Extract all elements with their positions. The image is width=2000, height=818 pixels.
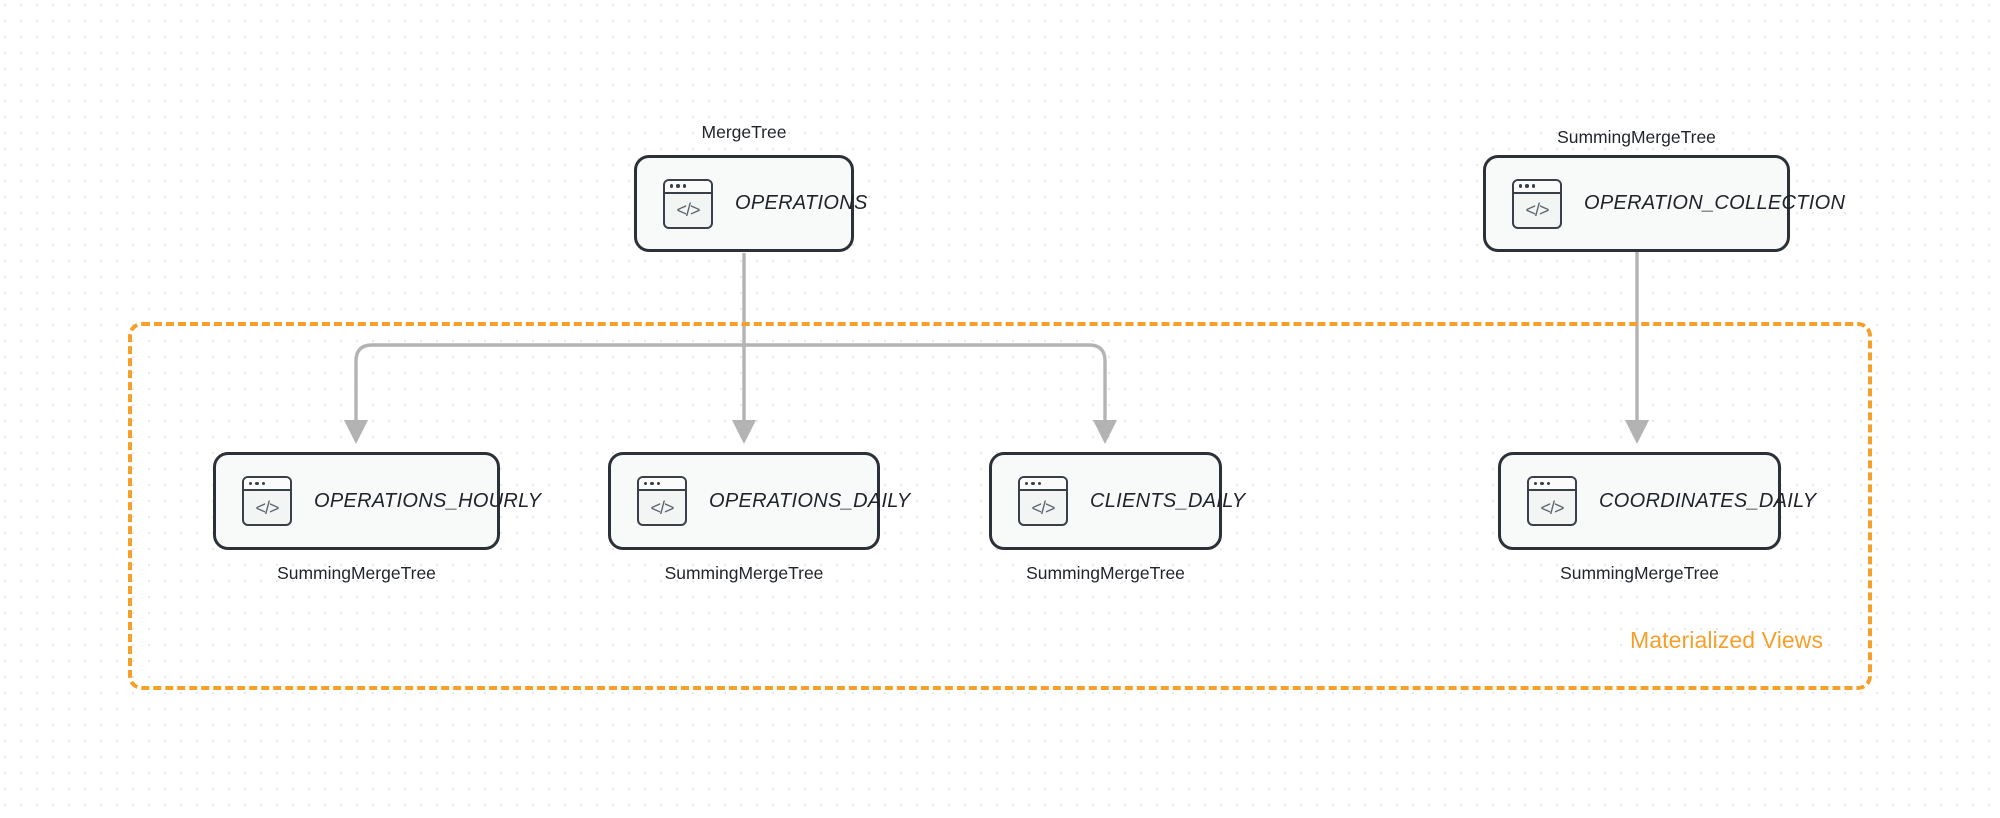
caption-operations-hourly-engine: SummingMergeTree — [277, 563, 436, 583]
code-window-icon: </> — [637, 476, 687, 526]
icon-code-glyph: </> — [1031, 497, 1055, 518]
caption-operations-daily-engine: SummingMergeTree — [664, 563, 824, 583]
code-window-icon: </> — [242, 476, 292, 526]
node-operations-daily[interactable]: </> OPERATIONS_DAILY — [608, 452, 910, 550]
materialized-views-group — [128, 322, 1872, 690]
caption-operation-collection-engine: SummingMergeTree — [1557, 127, 1716, 147]
node-operation-collection[interactable]: </> OPERATION_COLLECTION — [1483, 155, 1845, 252]
node-coordinates-daily-label: COORDINATES_DAILY — [1599, 489, 1817, 512]
icon-titlebar — [1020, 478, 1066, 491]
materialized-views-group-label: Materialized Views — [1630, 627, 1824, 653]
node-operation-collection-label: OPERATION_COLLECTION — [1584, 192, 1846, 214]
node-operations-hourly[interactable]: </> OPERATIONS_HOURLY — [213, 452, 541, 550]
code-window-icon: </> — [1018, 476, 1068, 526]
code-window-icon: </> — [1512, 178, 1562, 229]
icon-code-glyph: </> — [676, 200, 700, 220]
icon-titlebar — [244, 478, 290, 491]
icon-titlebar — [639, 478, 685, 491]
node-clients-daily[interactable]: </> CLIENTS_DAILY — [989, 452, 1245, 550]
icon-titlebar — [1514, 180, 1560, 194]
node-operations-daily-label: OPERATIONS_DAILY — [709, 489, 911, 512]
icon-code-glyph: </> — [650, 497, 674, 518]
node-operations-label: OPERATIONS — [735, 192, 868, 214]
caption-operations-engine: MergeTree — [701, 122, 787, 142]
icon-titlebar — [1529, 478, 1575, 491]
icon-code-glyph: </> — [255, 497, 279, 518]
code-window-icon: </> — [663, 178, 713, 229]
node-clients-daily-label: CLIENTS_DAILY — [1090, 489, 1246, 512]
caption-coordinates-daily-engine: SummingMergeTree — [1560, 563, 1719, 583]
icon-code-glyph: </> — [1525, 200, 1549, 220]
node-operations-hourly-label: OPERATIONS_HOURLY — [314, 489, 542, 512]
node-operations[interactable]: </> OPERATIONS — [634, 155, 867, 252]
icon-code-glyph: </> — [1540, 497, 1564, 518]
node-coordinates-daily[interactable]: </> COORDINATES_DAILY — [1498, 452, 1816, 550]
caption-clients-daily-engine: SummingMergeTree — [1026, 563, 1185, 583]
icon-titlebar — [665, 180, 711, 194]
code-window-icon: </> — [1527, 476, 1577, 526]
